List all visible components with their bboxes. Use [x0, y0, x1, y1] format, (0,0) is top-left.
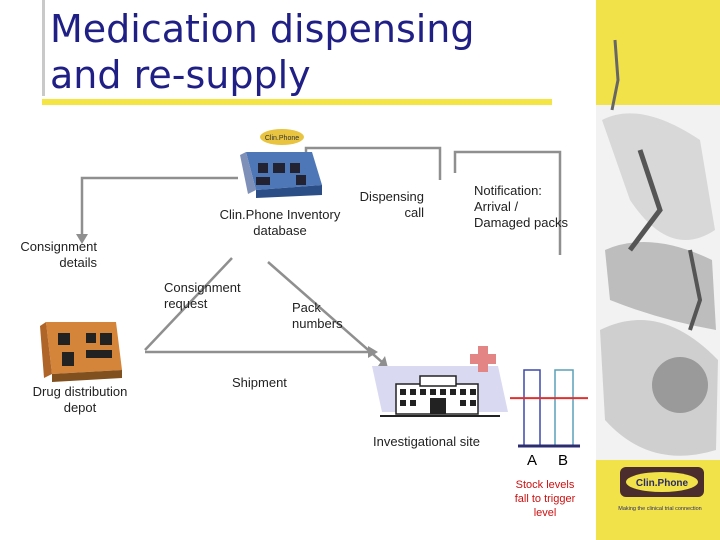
logo-tagline: Making the clinical trial connection — [618, 506, 701, 512]
arrow-consignment-request — [144, 257, 233, 351]
inventory-database-building-icon: Clin.Phone — [240, 129, 322, 198]
stock-label-a: A — [527, 452, 538, 469]
stock-label-b: B — [558, 452, 569, 469]
arrow-dispensing-call — [304, 146, 442, 180]
pack-numbers-label: Pack numbers — [292, 300, 343, 331]
logo-brand: Clin.Phone — [636, 478, 689, 489]
investigational-site-hospital-icon — [372, 346, 508, 417]
arrow-pack-numbers — [267, 261, 383, 363]
title-line-1: Medication dispensing — [50, 7, 475, 51]
consignment-request-label: Consignment request — [164, 280, 241, 311]
stock-caption: Stock levels fall to trigger level — [514, 479, 576, 519]
depot-building-icon — [40, 322, 122, 382]
stock-bar-b — [554, 369, 574, 447]
flow-arrows — [80, 146, 562, 363]
arrow-consignment-details — [80, 176, 238, 236]
shipment-label: Shipment — [232, 375, 287, 390]
title-line-2: and re-supply — [50, 53, 311, 97]
consignment-details-label: Consignment details — [20, 239, 97, 270]
dispensing-call-label: Dispensing call — [359, 189, 424, 220]
side-photo-montage — [596, 39, 720, 460]
page-title: Medication dispensing and re-supply — [50, 6, 475, 98]
title-underline — [42, 99, 552, 105]
stock-bar-a — [523, 369, 541, 447]
arrow-notification — [453, 150, 562, 255]
arrow-heads — [76, 152, 388, 368]
inventory-database-label: Clin.Phone Inventory database — [219, 207, 341, 238]
depot-label: Drug distribution depot — [32, 384, 128, 415]
investigational-site-label: Investigational site — [373, 434, 480, 449]
clinphone-logo: Clin.Phone Making the clinical trial con… — [618, 467, 704, 512]
stock-level-chart — [510, 369, 588, 448]
notification-label: Notification: Arrival / Damaged packs — [474, 183, 568, 230]
title-left-rule — [42, 0, 45, 96]
svg-text:Clin.Phone: Clin.Phone — [265, 135, 299, 142]
